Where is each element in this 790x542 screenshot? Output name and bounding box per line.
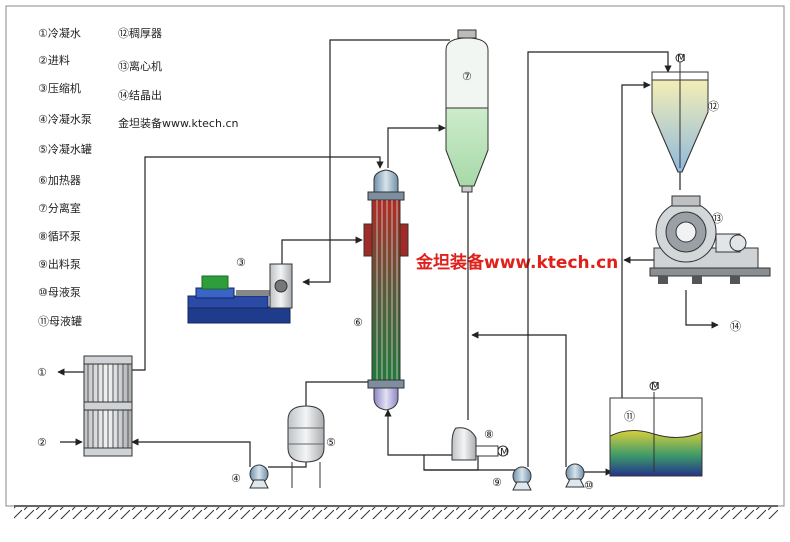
mother-liquor-tank: M <box>609 381 703 477</box>
callout-14: ⑭ <box>730 320 741 333</box>
svg-text:②进料: ②进料 <box>38 53 70 67</box>
svg-text:⑪母液罐: ⑪母液罐 <box>38 314 82 328</box>
svg-text:⑩母液泵: ⑩母液泵 <box>38 285 81 299</box>
pump-mother-liquor <box>565 463 585 488</box>
watermark-text: 金坦装备www.ktech.cn <box>415 252 618 273</box>
legend-item: ⑬离心机 <box>118 59 162 73</box>
motor-mark: M <box>651 381 660 392</box>
motor-mark: M <box>677 53 686 64</box>
legend-item: ②进料 <box>38 53 70 67</box>
svg-text:⑥加热器: ⑥加热器 <box>38 174 81 187</box>
svg-text:①冷凝水: ①冷凝水 <box>38 26 81 40</box>
heater <box>363 169 409 411</box>
callout-11: ⑪ <box>624 410 635 423</box>
callout-4: ④ <box>231 472 241 485</box>
svg-text:⑤冷凝水罐: ⑤冷凝水罐 <box>38 142 92 156</box>
legend-item: ①冷凝水 <box>38 26 81 40</box>
callout-12: ⑫ <box>708 100 719 113</box>
condensate-tank <box>287 405 325 488</box>
callout-10: ⑩ <box>584 479 594 492</box>
callouts: ① ② ③ ④ ⑤ ⑥ ⑦ ⑧ ⑨ ⑩ ⑪ ⑫ ⑬ ⑭ <box>37 70 741 492</box>
legend-item: ⑤冷凝水罐 <box>38 142 92 156</box>
callout-9: ⑨ <box>492 476 502 489</box>
legend-item: ⑧循环泵 <box>38 230 81 243</box>
callout-13: ⑬ <box>712 212 723 225</box>
callout-7: ⑦ <box>462 70 472 83</box>
callout-8: ⑧ <box>484 428 494 441</box>
legend-item: ④冷凝水泵 <box>38 112 92 126</box>
callout-6: ⑥ <box>353 316 363 329</box>
callout-5: ⑤ <box>326 436 336 449</box>
svg-text:⑬离心机: ⑬离心机 <box>118 59 162 73</box>
legend-item: ⑫稠厚器 <box>118 26 162 40</box>
plate-heat-exchanger <box>83 355 133 457</box>
callout-1: ① <box>37 366 47 379</box>
legend-item: ③压缩机 <box>38 81 81 95</box>
legend-item: ⑩母液泵 <box>38 285 81 299</box>
legend-item: ⑪母液罐 <box>38 314 82 328</box>
callout-3: ③ <box>236 256 246 269</box>
legend-item: ⑥加热器 <box>38 174 81 187</box>
svg-text:⑫稠厚器: ⑫稠厚器 <box>118 26 162 40</box>
svg-text:⑧循环泵: ⑧循环泵 <box>38 230 81 243</box>
callout-2: ② <box>37 436 47 449</box>
pipes <box>57 39 719 476</box>
svg-text:⑨出料泵: ⑨出料泵 <box>38 257 81 271</box>
ground <box>14 505 778 519</box>
svg-text:⑦分离室: ⑦分离室 <box>38 201 81 215</box>
svg-text:⑭结晶出: ⑭结晶出 <box>118 88 162 102</box>
legend-item: ⑦分离室 <box>38 201 81 215</box>
svg-text:④冷凝水泵: ④冷凝水泵 <box>38 112 92 126</box>
svg-text:③压缩机: ③压缩机 <box>38 81 81 95</box>
compressor <box>187 263 293 324</box>
credit-text: 金坦装备www.ktech.cn <box>118 116 238 130</box>
legend: ①冷凝水 ②进料 ③压缩机 ④冷凝水泵 ⑤冷凝水罐 ⑥加热器 ⑦分离室 ⑧循环泵… <box>38 26 238 328</box>
centrifuge <box>649 195 771 284</box>
legend-item: ⑭结晶出 <box>118 88 162 102</box>
pump-condensate <box>249 464 269 489</box>
pump-discharge <box>512 466 532 491</box>
legend-item: ⑨出料泵 <box>38 257 81 271</box>
separator <box>445 29 489 193</box>
circulation-pump: M <box>451 427 509 461</box>
motor-mark: M <box>500 447 509 458</box>
thickener: M <box>651 53 709 173</box>
